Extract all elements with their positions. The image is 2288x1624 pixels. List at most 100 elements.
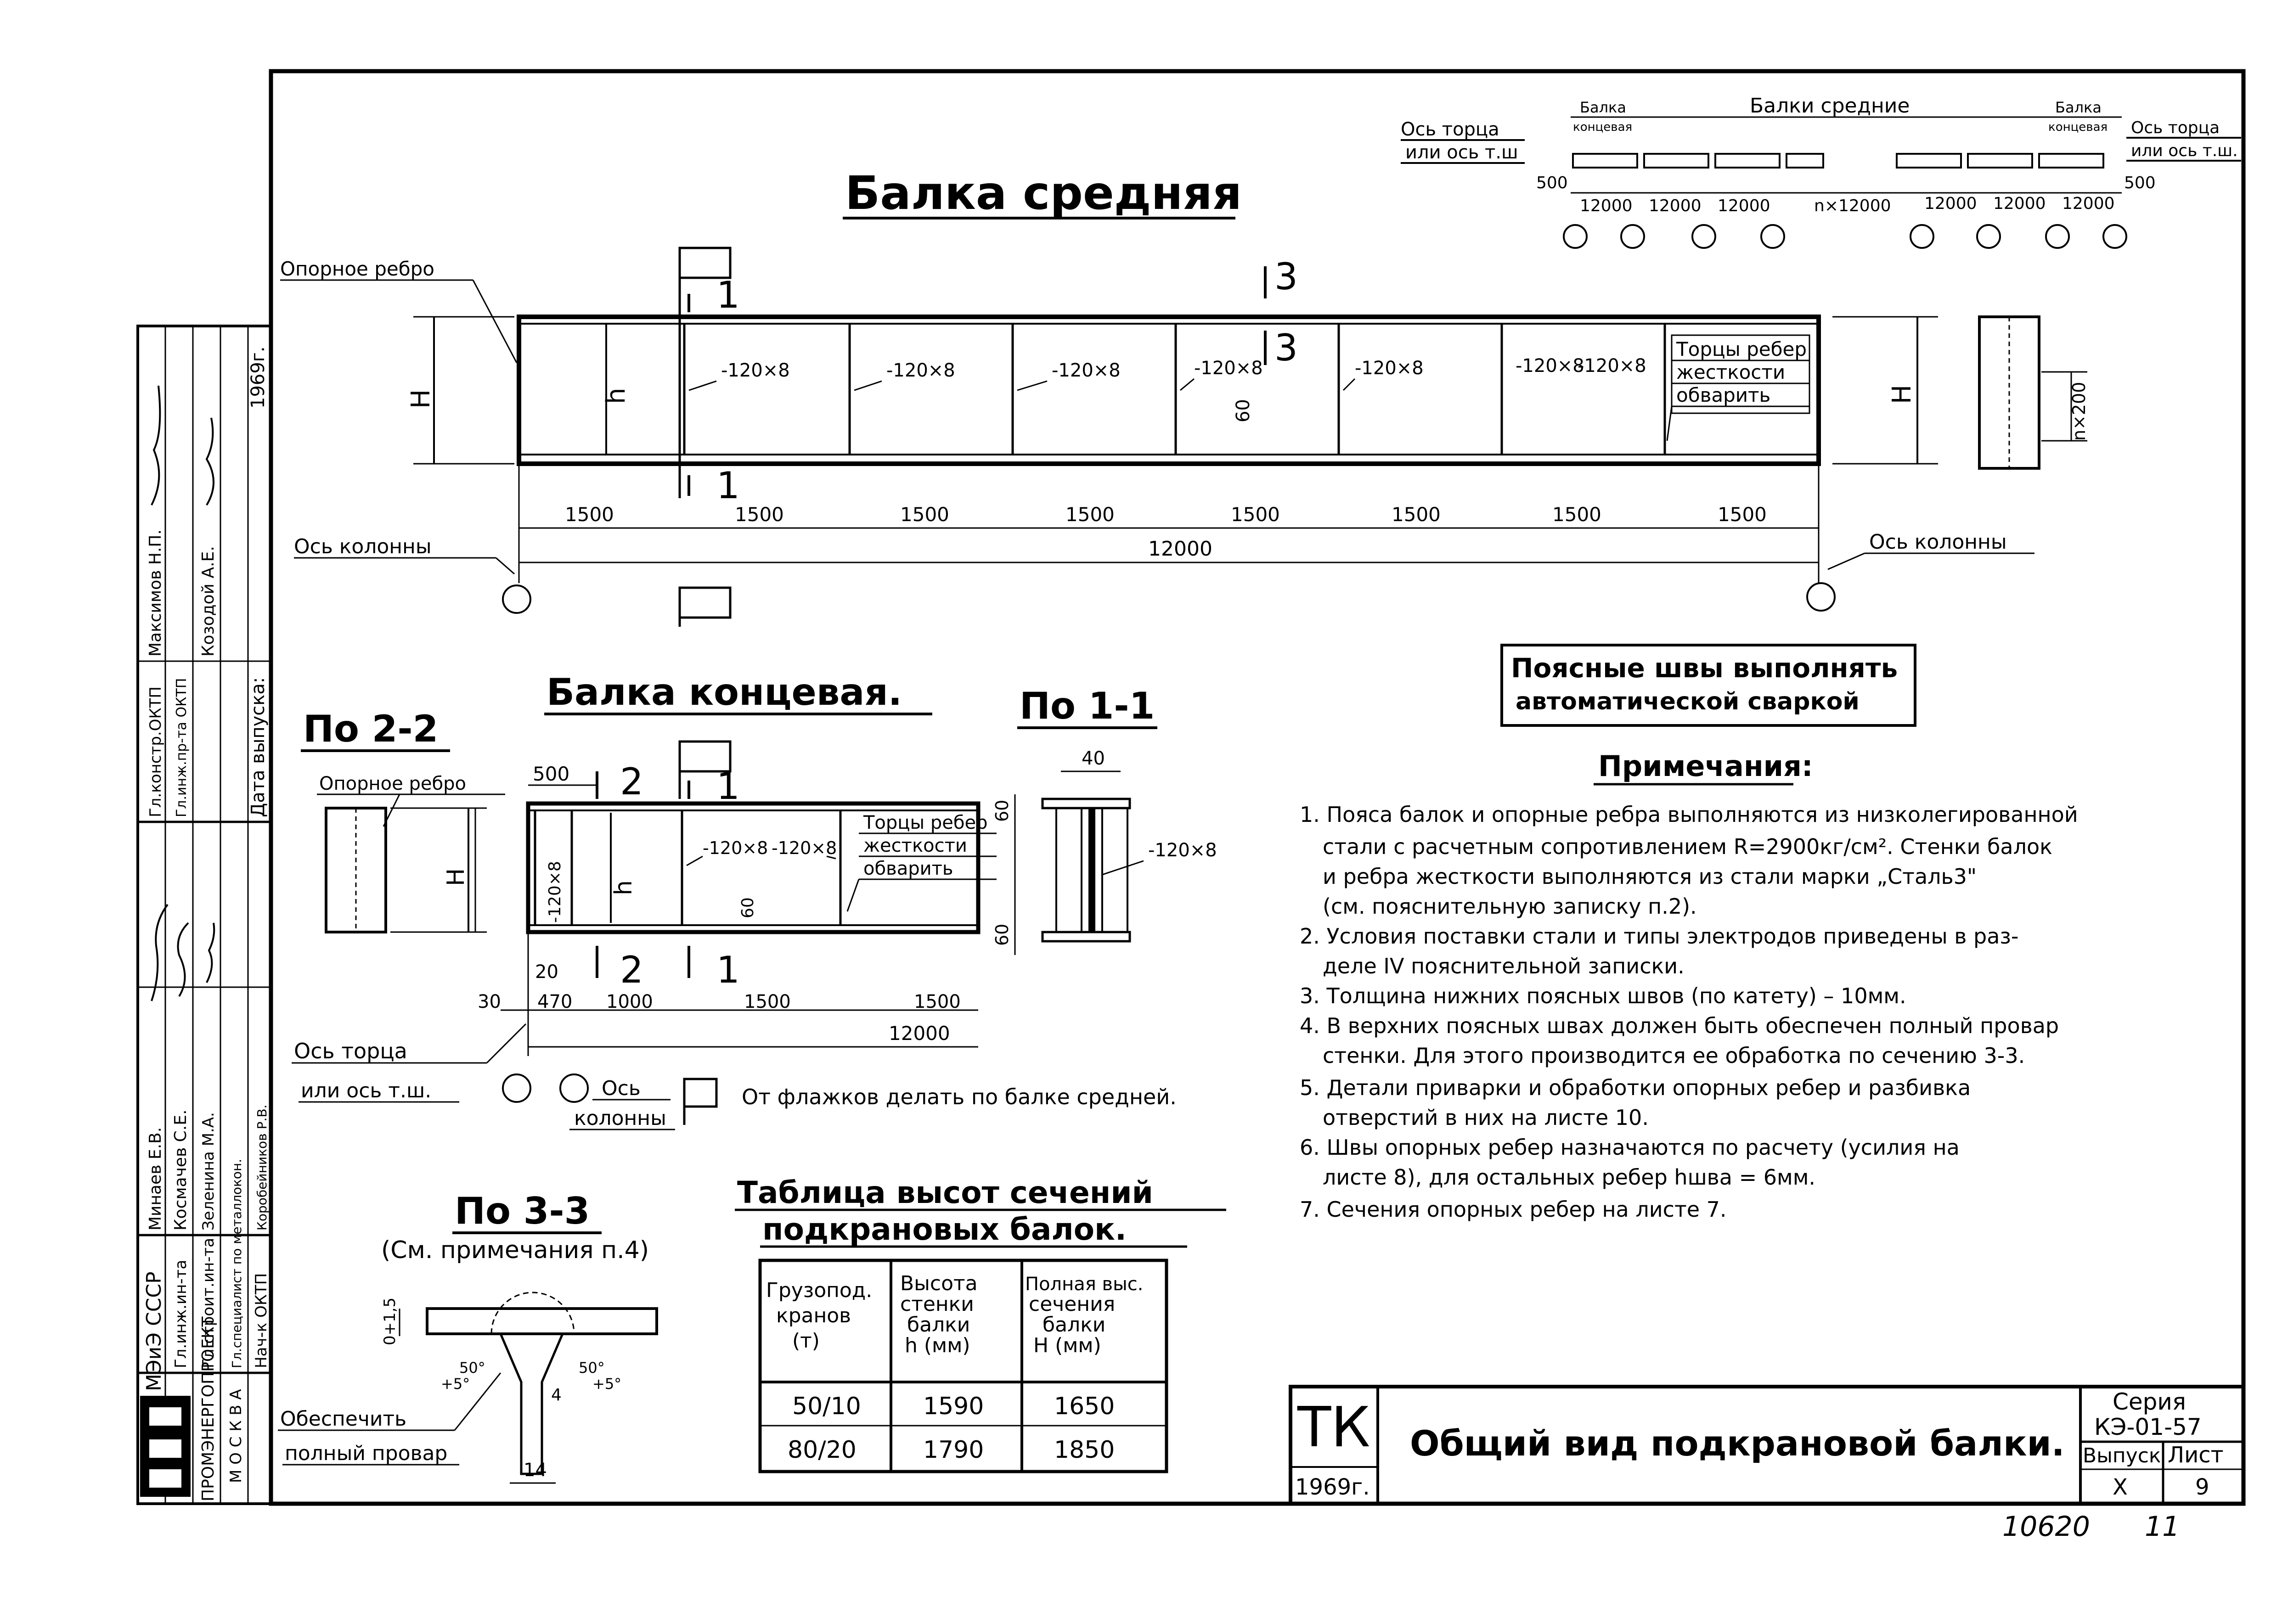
- th-3-1: Полная выс.: [1025, 1274, 1143, 1295]
- stamp-name-4: Коробейников Р.В.: [254, 1105, 270, 1231]
- mb-weld-note-1: Торцы ребер: [1676, 338, 1807, 360]
- s33-ang-4: +5°: [592, 1375, 621, 1393]
- scheme-dim-0: 500: [1536, 174, 1568, 192]
- signature-1: [151, 904, 169, 1001]
- scheme-dim-3: 12000: [1718, 197, 1770, 215]
- s33-ang-3: 50°: [579, 1359, 605, 1377]
- main-title: Балка средняя: [845, 166, 1242, 220]
- th-1-3: (т): [792, 1329, 820, 1353]
- note-line-8: 4. В верхних поясных швах должен быть об…: [1300, 1013, 2059, 1038]
- th-3-3: балки: [1043, 1313, 1105, 1337]
- signature-5: [205, 417, 214, 506]
- s11-dim-60-top: 60: [992, 800, 1012, 822]
- issue-date-value: 1969г.: [248, 346, 269, 409]
- eb-dim-1000: 1000: [606, 991, 653, 1012]
- section-33-title: По 3-3: [455, 1190, 590, 1232]
- stamp-role-3: Гл.специалист по металлокон.: [229, 1159, 244, 1368]
- td-1-2: 1590: [923, 1393, 984, 1420]
- stamp-name-6: Козодой А.Е.: [199, 546, 218, 657]
- note-line-4: (см. пояснительную записку п.2).: [1323, 894, 1697, 919]
- scheme-beams-middle: Балки средние: [1750, 94, 1910, 118]
- table-title-2: подкрановых балок.: [762, 1212, 1127, 1247]
- td-2-3: 1850: [1054, 1436, 1115, 1464]
- signature-2: [177, 922, 189, 997]
- mb-cut-3-top: 3: [1274, 255, 1298, 298]
- s33-note-1: Обеспечить: [280, 1407, 406, 1431]
- eb-column: [559, 1073, 589, 1103]
- heights-table: Грузопод. кранов (т) Высота стенки балки…: [758, 1259, 1168, 1473]
- td-1-1: 50/10: [792, 1393, 861, 1420]
- mb-weld-note-2: жесткости: [1676, 361, 1785, 383]
- s11-dim-40: 40: [1082, 748, 1105, 769]
- bottom-number-1: 10620: [2002, 1511, 2090, 1543]
- scheme-dim-2: 12000: [1649, 197, 1702, 215]
- section-33-note: (См. примечания п.4): [381, 1236, 649, 1264]
- eb-rib-vertical: -120×8: [546, 861, 564, 923]
- eb-weld-note-3: обварить: [863, 858, 953, 879]
- th-3-2: сечения: [1029, 1292, 1115, 1316]
- mb-side-dim: n×200: [2069, 382, 2089, 441]
- section-11-view: 40 60 60 -120×8: [992, 748, 1217, 955]
- s33-ang-1: 50°: [459, 1359, 485, 1377]
- th-2-2: стенки: [900, 1292, 974, 1316]
- end-beam-title: Балка концевая.: [547, 671, 902, 714]
- eb-weld-note-2: жесткости: [863, 835, 967, 856]
- note-line-12: 6. Швы опорных ребер назначаются по расч…: [1300, 1135, 1960, 1160]
- note-line-7: 3. Толщина нижних поясных швов (по катет…: [1300, 983, 1906, 1008]
- tb-issue-value: X: [2113, 1474, 2128, 1500]
- scheme-dim-4: n×12000: [1814, 197, 1891, 215]
- mb-col-axis-left: Ось колонны: [294, 535, 432, 558]
- mb-rib-label-6: -120×8: [1516, 355, 1584, 376]
- stamp-name-5: Максимов Н.П.: [146, 529, 165, 657]
- eb-rib-label-1: -120×8: [703, 838, 768, 858]
- eb-cut-1-top: 1: [716, 765, 740, 808]
- mb-rib-label-5: -120×8: [1355, 358, 1424, 379]
- mb-cut-3-mid: 3: [1274, 326, 1298, 369]
- eb-dim-60: 60: [738, 897, 757, 918]
- mb-span-2: 1500: [900, 503, 949, 526]
- eb-dim-470: 470: [537, 991, 572, 1012]
- th-2-4: h (мм): [905, 1334, 970, 1357]
- notes-title: Примечания:: [1598, 749, 1813, 783]
- mb-dim-60: 60: [1233, 399, 1254, 422]
- eb-flags-note: От флажков делать по балке средней.: [742, 1085, 1177, 1109]
- tb-series-value: КЭ-01-57: [2094, 1414, 2202, 1440]
- note-line-1: 1. Пояса балок и опорные ребра выполняют…: [1300, 802, 2078, 827]
- mb-column-right: [1806, 582, 1836, 612]
- eb-h-label: h: [610, 880, 637, 895]
- end-beam-elevation: 500 2 1 2 1 h -120×8 -120×8 -120×8 60 То…: [292, 740, 1177, 1130]
- th-1-2: кранов: [776, 1304, 851, 1327]
- td-2-2: 1790: [923, 1436, 984, 1464]
- welding-box-line-2: автоматической сваркой: [1516, 688, 1860, 715]
- eb-dim-20: 20: [535, 961, 558, 983]
- mb-weld-note-3: обварить: [1676, 384, 1770, 406]
- eb-dim-30: 30: [478, 991, 501, 1012]
- mb-H-label: H: [406, 389, 436, 409]
- mb-cut-1-top: 1: [716, 274, 740, 316]
- s11-dim-60-bottom: 60: [992, 924, 1012, 946]
- side-stamp: МЭиЭ СССР ПРОМЭНЕРГОПРОЕКТ М О С К В А Г…: [136, 325, 272, 1505]
- s33-tol: 0+1,5: [381, 1298, 399, 1345]
- note-line-9: стенки. Для этого производится ее обрабо…: [1323, 1043, 2025, 1068]
- eb-cut-1-bottom: 1: [716, 949, 740, 991]
- eb-column-end: [502, 1073, 531, 1103]
- scheme-columns: [1563, 224, 2127, 249]
- s33-note-2: полный провар: [285, 1442, 447, 1465]
- note-line-11: отверстий в них на листе 10.: [1323, 1105, 1649, 1130]
- scheme-dim-1: 12000: [1580, 197, 1633, 215]
- stiffener-ribs: [683, 324, 1666, 455]
- scheme-end-axis-right-1: Ось торца: [2131, 118, 2220, 137]
- note-line-14: 7. Сечения опорных ребер на листе 7.: [1300, 1197, 1727, 1222]
- bottom-number-2: 11: [2145, 1511, 2180, 1543]
- s11-rib-label: -120×8: [1148, 840, 1217, 861]
- eb-col-axis-1: Ось: [602, 1077, 641, 1100]
- section-11-title: По 1-1: [1020, 685, 1155, 727]
- s33-ang-2: +5°: [441, 1375, 470, 1393]
- middle-beam-elevation: Опорное ребро H h -120×8 -120×8 -120×8 -…: [280, 247, 2089, 627]
- mb-rib-label-2: -120×8: [886, 360, 955, 381]
- scheme-beam-end-right-1: Балка: [2055, 99, 2102, 116]
- th-2-1: Высота: [900, 1272, 978, 1295]
- scheme-dim-8: 500: [2124, 174, 2156, 192]
- tb-sheet-value: 9: [2195, 1474, 2209, 1500]
- mb-H-label-right: H: [1887, 385, 1917, 404]
